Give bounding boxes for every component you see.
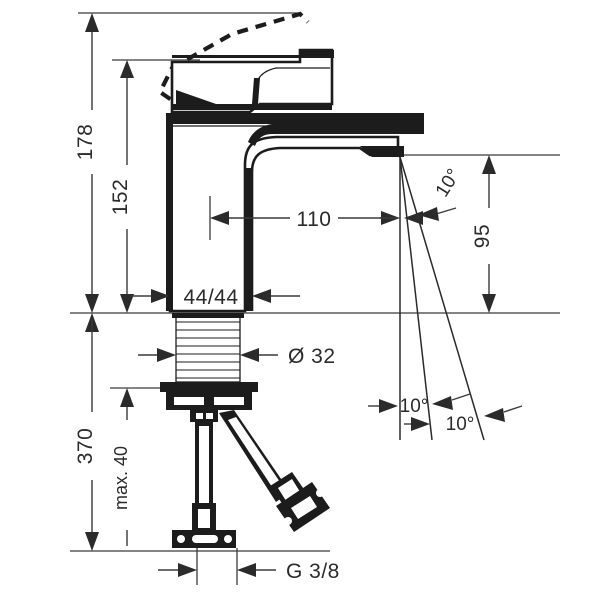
dim-152-arrow-top <box>120 60 134 78</box>
supply-hose-vertical-inner <box>199 426 209 506</box>
dimension-370: 370 <box>74 318 110 551</box>
body-top-slab <box>166 113 424 124</box>
ang-top-arrow-right <box>418 207 439 221</box>
dimension-max-40: max. 40 <box>110 388 145 546</box>
ang-top-arrow-left <box>404 211 423 225</box>
dimension-110: 110 <box>209 196 400 240</box>
dimension-44-44: 44/44 <box>130 286 300 309</box>
dim-370-text-mask <box>76 412 110 480</box>
shank-thread-hatching <box>176 321 240 379</box>
mounting-boss-hole-right <box>206 413 213 419</box>
dim-4444-arrow-right <box>252 289 271 303</box>
mounting-hardware-group <box>160 382 258 422</box>
dim-max40-label: max. 40 <box>111 446 131 510</box>
dim-d32-label: Ø 32 <box>288 345 336 368</box>
mounting-nut-slot-left <box>174 397 204 405</box>
supply-hoses-group <box>172 410 330 548</box>
spout-arm-upper <box>248 124 424 146</box>
threaded-shank-group <box>172 313 244 383</box>
ang-bl-line-right <box>451 393 471 401</box>
supply-hose-angled-flange-hole-top <box>316 489 324 497</box>
ang-bl-arrow-right <box>432 396 453 410</box>
ray-10deg-second <box>399 156 485 441</box>
dim-110-arrow-left <box>210 211 229 225</box>
extension-lines <box>70 12 560 552</box>
dim-4444-label: 44/44 <box>183 286 238 309</box>
dim-370-arrow-bottom <box>85 532 99 551</box>
shank-top-collar <box>172 313 244 318</box>
supply-hose-angled-flange-hole-bottom <box>284 517 292 525</box>
dim-max40-arrow-top <box>120 388 134 407</box>
dim-4444-arrow-left <box>151 289 170 303</box>
supply-hose-angled-flange-slot <box>291 496 317 519</box>
spray-angle-rays <box>399 156 485 441</box>
ang-br-arrow-right <box>484 408 505 422</box>
ang-bl-arrow-left <box>379 399 398 413</box>
ray-10deg-first <box>399 156 433 441</box>
ang-br-arrow-left <box>411 417 430 431</box>
dim-152-text-mask <box>111 165 145 229</box>
ang-top-line-right <box>435 207 457 215</box>
dim-g38-label: G 3/8 <box>286 560 340 583</box>
lever-handle-under-bevel <box>176 90 250 110</box>
dim-95-arrow-bottom <box>482 294 496 313</box>
ang-10-br-label: 10° <box>446 414 475 435</box>
dim-95-text-mask <box>474 208 506 264</box>
mounting-boss-hole-left <box>196 413 203 419</box>
dim-95-label: 95 <box>471 224 494 248</box>
dimension-95: 95 <box>471 155 506 313</box>
ang-10-bl-label: 10° <box>400 396 429 417</box>
angle-10-bottom-left: 10° <box>368 393 471 417</box>
supply-hose-angled-inner <box>228 417 284 493</box>
supply-hose-vertical-flange-hole-right <box>224 535 232 543</box>
supply-hose-vertical-ferrule-inner <box>198 509 210 528</box>
mounting-nut-block <box>166 392 252 410</box>
ang-br-line-right <box>503 405 523 413</box>
dim-178-label: 178 <box>74 124 97 161</box>
spout-outlet-nose <box>360 146 404 157</box>
supply-hose-vertical-flange-hole-left <box>177 535 185 543</box>
dim-178-text-mask <box>76 110 110 174</box>
dim-d32-arrow-right <box>240 348 259 362</box>
spout-inner-edge <box>245 168 251 311</box>
dimension-152: 152 <box>109 60 145 313</box>
dim-g38-arrow-left <box>178 563 197 577</box>
dim-178-arrow-bottom <box>85 294 99 313</box>
dim-max40-text-mask <box>110 420 145 530</box>
dimension-g38: G 3/8 <box>158 548 340 585</box>
dim-g38-arrow-right <box>237 563 256 577</box>
mounting-nut-slot-right <box>214 397 244 405</box>
dim-178-arrow-top <box>85 13 99 32</box>
angle-10-bottom-right: 10° <box>404 405 523 435</box>
dimension-diameter-32: Ø 32 <box>138 345 336 368</box>
lever-handle-top-edge <box>172 50 334 58</box>
mounting-washer <box>160 382 258 392</box>
dim-110-label: 110 <box>297 208 332 231</box>
supply-hose-vertical-flange-slot <box>192 535 218 543</box>
dim-152-label: 152 <box>109 179 132 216</box>
dimension-178: 178 <box>74 13 110 332</box>
dim-d32-arrow-left <box>157 348 176 362</box>
dim-152-arrow-bottom <box>120 294 134 313</box>
lever-handle-pivot <box>252 78 260 104</box>
body-left-edge <box>166 113 173 311</box>
handle-raised-dashed-outline <box>157 11 310 112</box>
faucet-body-group <box>157 11 424 313</box>
dim-95-arrow-top <box>482 155 496 174</box>
dim-370-label: 370 <box>74 428 97 465</box>
